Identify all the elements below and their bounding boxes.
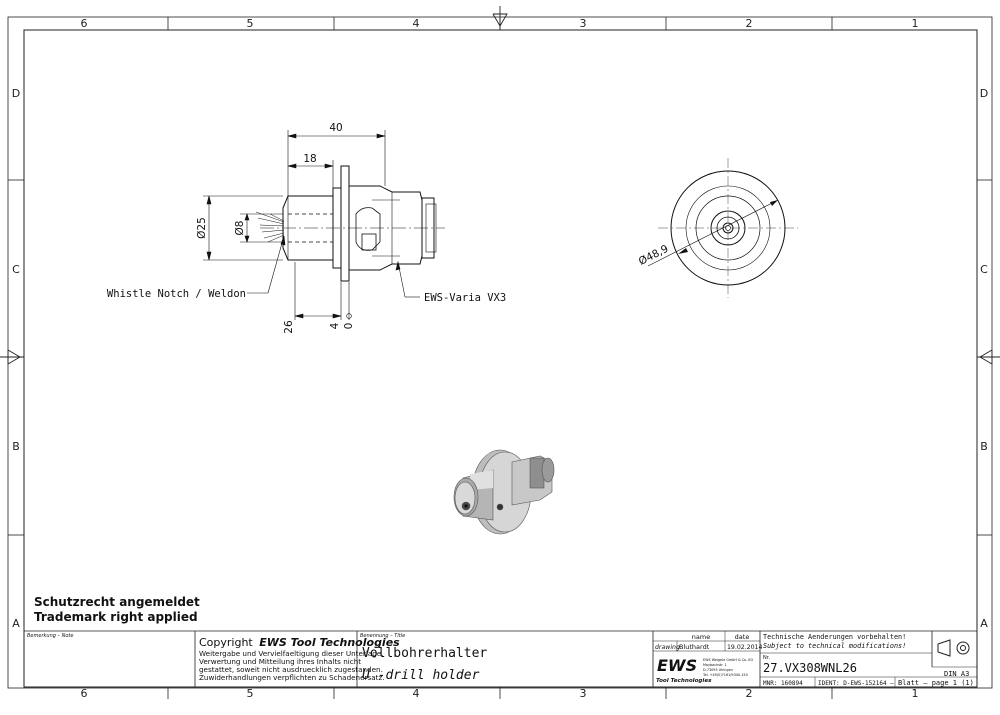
col-label-5: 5 xyxy=(247,17,254,30)
col-label-2: 2 xyxy=(746,17,753,30)
copyright-company: EWS Tool Technologies xyxy=(259,636,400,649)
callout-ews-varia: EWS-Varia VX3 xyxy=(424,292,506,304)
ident: IDENT: D-EWS-152164 – xyxy=(818,680,894,687)
row-labels-left: D C B A xyxy=(12,87,20,630)
column-labels-bottom: 6 5 4 3 2 1 xyxy=(81,687,919,700)
change-notice-de: Technische Aenderungen vorbehalten! xyxy=(763,633,906,641)
copyright-line-1: Weitergabe und Vervielfaeltigung dieser … xyxy=(199,649,384,658)
col-date-header: date xyxy=(735,633,750,641)
title-label: Benennung – Title xyxy=(360,633,405,639)
paper-format: DIN A3 xyxy=(944,670,969,678)
col-label-5-bottom: 5 xyxy=(247,687,254,700)
row-label-d-right: D xyxy=(980,87,988,100)
title-block-lines xyxy=(24,630,977,687)
drawing-label: drawing xyxy=(655,644,680,651)
side-view-dimension-texts: 40 18 Ø25 Ø8 26 4 0 Whistle Notch / Weld… xyxy=(107,122,506,334)
remark-label: Bemerkung – Note xyxy=(27,633,73,639)
col-label-2-bottom: 2 xyxy=(746,687,753,700)
mnr: MNR: 160894 xyxy=(763,680,803,687)
trademark-notice: Schutzrecht angemeldet Trademark right a… xyxy=(34,595,200,624)
dim-shank-length: 18 xyxy=(303,153,316,165)
drawing-frame xyxy=(7,16,993,689)
dim-total-length: 40 xyxy=(329,122,342,134)
row-label-c: C xyxy=(12,263,20,276)
row-label-a-right: A xyxy=(980,617,988,630)
col-name-header: name xyxy=(692,633,710,641)
change-notice-en: Subject to technical modifications! xyxy=(763,642,906,650)
copyright-line-4: Zuwiderhandlungen verpflichten zu Schade… xyxy=(199,673,385,682)
copyright-line-3: gestattet, soweit nicht ausdruecklich zu… xyxy=(199,665,383,674)
row-label-c-right: C xyxy=(980,263,988,276)
col-label-3: 3 xyxy=(580,17,587,30)
front-view xyxy=(647,158,798,298)
company-sub: Tool Technologies xyxy=(656,678,712,684)
row-label-b-right: B xyxy=(980,440,988,453)
company-address-2: Maybachstr. 1 xyxy=(703,663,727,667)
copyright-prefix: Copyright xyxy=(199,636,253,649)
company-address-1: EWS Weigele GmbH & Co. KG xyxy=(703,658,753,662)
side-view-dimensions xyxy=(203,130,420,320)
title-block-texts: Bemerkung – Note Copyright EWS Tool Tech… xyxy=(27,633,974,687)
col-label-3-bottom: 3 xyxy=(580,687,587,700)
svg-text:Copyright EWS Tool Techn: Copyright EWS Tool Technologies xyxy=(199,636,400,649)
company-address-3: D-73095 Uhingen xyxy=(703,668,733,672)
col-label-6: 6 xyxy=(81,17,88,30)
row-label-a: A xyxy=(12,617,20,630)
nr-label: Nr. xyxy=(763,655,770,661)
dim-bottom-26: 26 xyxy=(283,320,295,334)
isometric-view xyxy=(453,449,555,535)
projection-symbol-icon xyxy=(937,639,970,657)
col-label-4: 4 xyxy=(413,17,420,30)
part-number: 27.VX308WNL26 xyxy=(763,661,857,675)
column-labels-top: 6 5 4 3 2 1 xyxy=(81,17,919,30)
dim-shank-diameter: Ø25 xyxy=(196,217,208,239)
row-label-b: B xyxy=(12,440,20,453)
company-logo: EWS xyxy=(657,656,697,675)
dim-flange-diameter: Ø48,9 xyxy=(637,243,671,268)
title-de: Vollbohrerhalter xyxy=(362,646,487,661)
company-address-4: Tel. +49(0)7161/9340-150 xyxy=(702,673,748,677)
col-label-4-bottom: 4 xyxy=(413,687,420,700)
callout-whistle-notch: Whistle Notch / Weldon xyxy=(107,288,246,300)
row-labels-right: D C B A xyxy=(980,87,988,630)
drawn-by: Bluthardt xyxy=(679,643,710,651)
col-label-6-bottom: 6 xyxy=(81,687,88,700)
col-label-1-bottom: 1 xyxy=(912,687,919,700)
sheet-page: Blatt – page 1 (1) xyxy=(898,679,974,687)
title-en: U -drill holder xyxy=(362,668,480,683)
dim-bore-diameter: Ø8 xyxy=(234,221,246,236)
notice-line-1: Schutzrecht angemeldet xyxy=(34,595,200,609)
row-label-d: D xyxy=(12,87,20,100)
copyright-line-2: Verwertung und Mitteilung ihres Inhalts … xyxy=(199,657,361,666)
notice-line-2: Trademark right applied xyxy=(34,610,198,624)
centering-marks xyxy=(0,6,1000,365)
dim-bottom-4: 4 xyxy=(329,322,341,329)
dim-bottom-0: 0 xyxy=(343,323,355,330)
side-view xyxy=(255,165,445,282)
col-label-1: 1 xyxy=(912,17,919,30)
drawn-date: 19.02.2014 xyxy=(727,644,762,651)
